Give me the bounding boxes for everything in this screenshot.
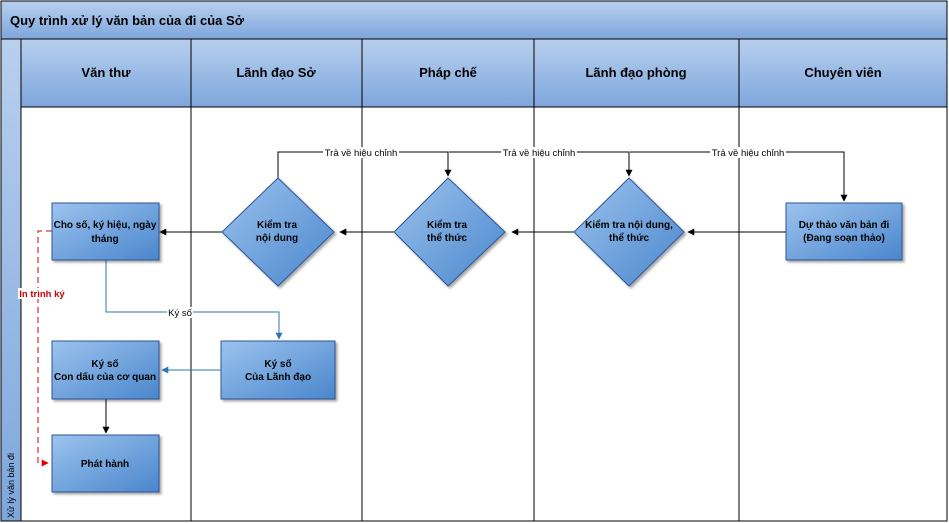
node-labels: Dự thảo văn bản đi (Đang soạn thảo) Kiểm… [54, 219, 890, 470]
edge-in-trinh-ky [37, 230, 52, 467]
edge-label-return-2: Trả về hiệu chỉnh [503, 148, 576, 159]
node-label: Cho số, ký hiệu, ngày [54, 219, 157, 231]
lane-label: Chuyên viên [804, 65, 881, 80]
node-cho-so [51, 202, 160, 261]
nodes [51, 177, 903, 493]
side-label-band [0, 38, 22, 522]
node-label: nội dung [256, 233, 298, 244]
node-label: Ký số [264, 358, 291, 370]
edge-label-return-3: Trả về hiệu chỉnh [712, 148, 785, 159]
lane-label: Pháp chế [419, 65, 478, 80]
node-label: tháng [91, 234, 118, 245]
node-label: Kiểm tra nội dung, [585, 219, 673, 231]
node-phat-hanh [51, 434, 160, 493]
node-ky-so-lanh-dao [220, 340, 336, 400]
node-kt-noi-dung [221, 177, 335, 287]
edge-labels: Trả về hiệu chỉnh Trả về hiệu chỉnh Trả … [18, 147, 786, 319]
edge-label-return-1: Trả về hiệu chỉnh [325, 148, 398, 159]
lane-header-phap-che [361, 38, 535, 108]
edge-return-3 [630, 151, 848, 202]
node-kt-noi-dung-the-thuc [573, 177, 685, 287]
lane-label: Lãnh đạo phòng [585, 65, 686, 80]
node-label: thể thức [427, 232, 467, 244]
node-label: Ký số [91, 358, 118, 370]
node-kt-the-thuc [393, 177, 506, 287]
edge-label-ky-so: Ký số [168, 308, 192, 319]
node-label: Phát hành [81, 459, 129, 470]
lane-header-van-thu [20, 38, 192, 108]
node-du-thao [785, 202, 903, 261]
side-label: Xử lý văn bản đi [6, 453, 16, 518]
node-label: Dự thảo văn bản đi [799, 220, 890, 231]
edge-label-in-trinh-ky: In trình ký [19, 289, 65, 300]
node-label: Con dấu của cơ quan [54, 371, 156, 383]
lane-header-lanh-dao-so [190, 38, 363, 108]
lane-headers: Văn thư Lãnh đạo Sở Pháp chế Lãnh đạo ph… [20, 38, 948, 108]
diagram-title: Quy trình xử lý văn bản của đi của Sở [10, 13, 245, 28]
node-label: Của Lãnh đạo [245, 372, 311, 383]
node-label: Kiểm tra [257, 219, 297, 231]
node-label: (Đang soạn thảo) [803, 233, 885, 244]
node-ky-so-co-quan [51, 340, 160, 400]
node-label: Kiểm tra [427, 219, 467, 231]
node-label: thể thức [609, 232, 649, 244]
title-band [0, 0, 948, 40]
lane-label: Lãnh đạo Sở [236, 65, 316, 80]
lane-header-chuyen-vien [738, 38, 948, 108]
lane-label: Văn thư [81, 65, 131, 80]
lane-header-lanh-dao-phong [533, 38, 740, 108]
